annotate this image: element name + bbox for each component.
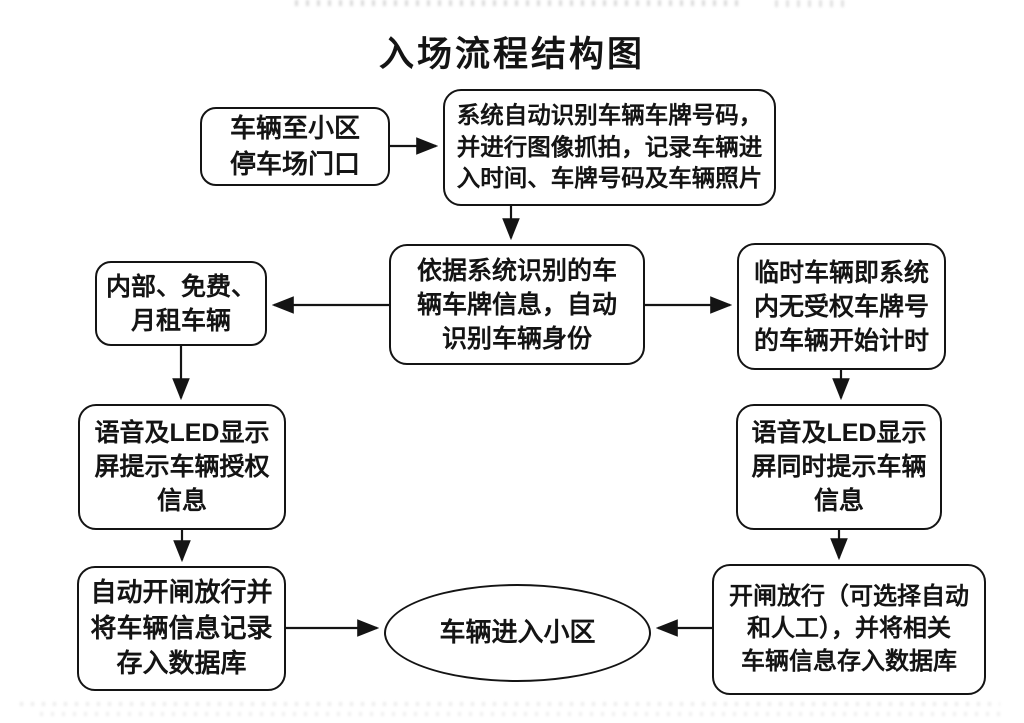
node-gate-open-manual-or-auto-label: 开闸放行（可选择自动 和人工），并将相关 车辆信息存入数据库: [729, 582, 969, 675]
diagram-title: 入场流程结构图: [378, 35, 645, 74]
scan-artifact-bottom-2: [40, 712, 1000, 716]
node-vehicle-enters-community-label: 车辆进入小区: [439, 617, 596, 648]
node-internal-vehicles: 内部、免费、 月租车辆: [95, 261, 267, 346]
node-vehicle-enters-community: 车辆进入小区: [384, 584, 651, 682]
node-identify-vehicle: 依据系统识别的车 辆车牌信息，自动 识别车辆身份: [389, 244, 645, 365]
node-plate-recognition: 系统自动识别车辆车牌号码， 并进行图像抓拍，记录车辆进 入时间、车牌号码及车辆照…: [443, 89, 776, 206]
node-vehicle-arrives: 车辆至小区 停车场门口: [200, 107, 390, 186]
node-identify-vehicle-label: 依据系统识别的车 辆车牌信息，自动 识别车辆身份: [416, 256, 617, 353]
node-led-authorization-prompt-label: 语音及LED显示 屏提示车辆授权 信息: [94, 419, 270, 515]
node-led-info-prompt: 语音及LED显示 屏同时提示车辆 信息: [736, 404, 942, 530]
node-auto-gate-open-label: 自动开闸放行并 将车辆信息记录 存入数据库: [90, 577, 273, 679]
scan-artifact-bottom: [20, 702, 1000, 706]
node-vehicle-arrives-label: 车辆至小区 停车场门口: [229, 113, 360, 179]
node-led-authorization-prompt: 语音及LED显示 屏提示车辆授权 信息: [78, 404, 286, 530]
scan-artifact-top: [295, 0, 740, 6]
node-internal-vehicles-label: 内部、免费、 月租车辆: [105, 272, 256, 335]
node-temporary-vehicles: 临时车辆即系统 内无受权车牌号 的车辆开始计时: [737, 243, 946, 370]
node-gate-open-manual-or-auto: 开闸放行（可选择自动 和人工），并将相关 车辆信息存入数据库: [712, 564, 986, 695]
node-led-info-prompt-label: 语音及LED显示 屏同时提示车辆 信息: [751, 419, 927, 515]
node-plate-recognition-label: 系统自动识别车辆车牌号码， 并进行图像抓拍，记录车辆进 入时间、车牌号码及车辆照…: [456, 101, 763, 192]
scan-artifact-top-right: [775, 0, 845, 7]
node-auto-gate-open: 自动开闸放行并 将车辆信息记录 存入数据库: [77, 566, 286, 691]
node-temporary-vehicles-label: 临时车辆即系统 内无受权车牌号 的车辆开始计时: [753, 258, 929, 355]
